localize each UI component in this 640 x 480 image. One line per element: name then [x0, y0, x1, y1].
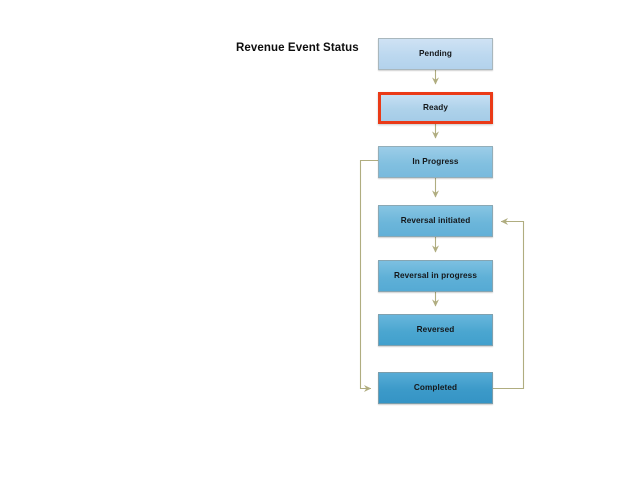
node-reversed[interactable]: Reversed [378, 314, 493, 346]
node-ready-label: Ready [422, 103, 449, 113]
node-in-progress-label: In Progress [412, 157, 459, 167]
node-reversal-initiated[interactable]: Reversal initiated [378, 205, 493, 237]
node-pending-label: Pending [419, 49, 452, 59]
node-completed[interactable]: Completed [378, 372, 493, 404]
node-ready[interactable]: Ready [378, 92, 493, 124]
edge-in-progress-to-completed-loop [359, 159, 378, 393]
node-reversal-in-progress-label: Reversal in progress [393, 271, 477, 281]
node-reversed-label: Reversed [416, 325, 455, 335]
edge-completed-to-reversal-initiated-loop [493, 217, 525, 390]
node-in-progress[interactable]: In Progress [378, 146, 493, 178]
node-reversal-initiated-label: Reversal initiated [400, 216, 471, 226]
node-reversal-in-progress[interactable]: Reversal in progress [378, 260, 493, 292]
diagram-title: Revenue Event Status [236, 42, 359, 54]
node-pending[interactable]: Pending [378, 38, 493, 70]
node-completed-label: Completed [413, 383, 458, 393]
